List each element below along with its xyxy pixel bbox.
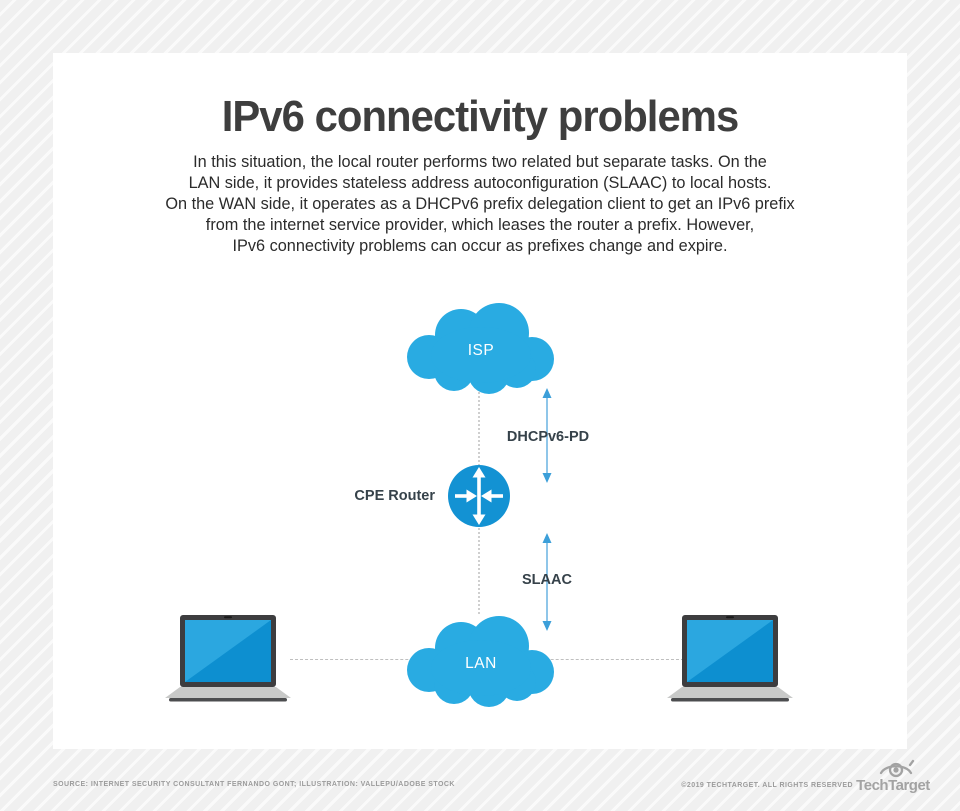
footer-copyright: ©2019 TECHTARGET. ALL RIGHTS RESERVED xyxy=(681,782,853,789)
techtarget-eye-icon xyxy=(879,759,915,778)
page-title: IPv6 connectivity problems xyxy=(221,92,740,141)
techtarget-wordmark: TechTarget xyxy=(856,777,930,794)
lan-cloud-label: LAN xyxy=(465,655,497,672)
footer-source: SOURCE: INTERNET SECURITY CONSULTANT FER… xyxy=(53,781,455,788)
slaac-arrow-icon xyxy=(542,533,552,631)
cpe-router-icon xyxy=(448,465,510,527)
isp-cloud-label: ISP xyxy=(468,342,494,359)
techtarget-logo: TechTarget xyxy=(856,759,931,794)
cpe-router-label: CPE Router xyxy=(354,488,435,504)
isp-cloud-icon: ISP xyxy=(407,303,554,394)
laptop-right-icon xyxy=(667,615,793,702)
dhcpv6-pd-arrow-icon xyxy=(542,388,552,483)
laptop-left-icon xyxy=(165,615,291,702)
slaac-label: SLAAC xyxy=(522,572,572,588)
lan-cloud-icon: LAN xyxy=(407,616,554,707)
page-description: In this situation, the local router perf… xyxy=(165,153,795,255)
dhcpv6-pd-label: DHCPv6-PD xyxy=(506,429,590,445)
